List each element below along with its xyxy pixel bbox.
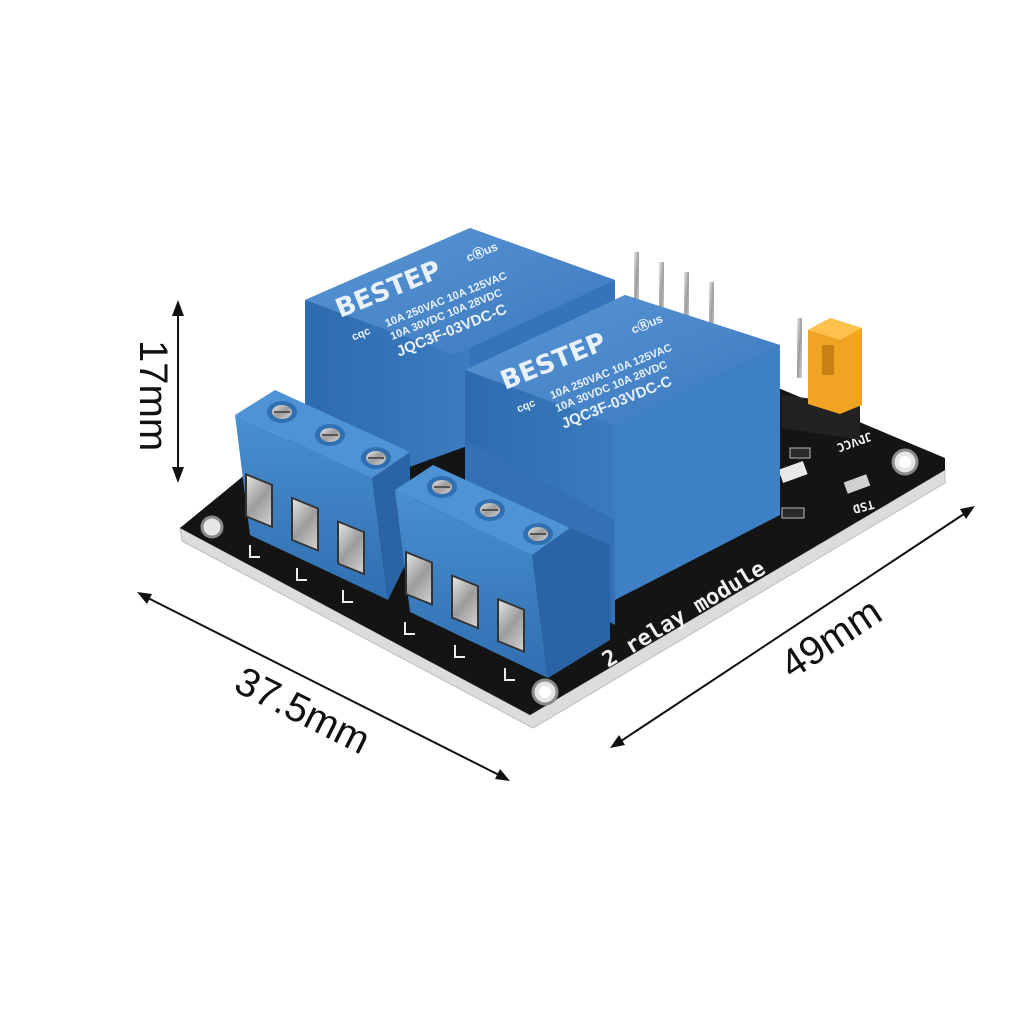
terminal-2-right <box>532 528 610 678</box>
width-arrow-right-head <box>495 769 510 781</box>
jumper <box>782 318 862 440</box>
jumper-cap <box>808 318 862 414</box>
screw <box>315 424 345 446</box>
height-dimension: 17mm <box>131 300 184 483</box>
screw <box>361 447 391 469</box>
relay-1-top <box>305 228 615 355</box>
wire-slot <box>405 550 433 606</box>
length-arrow-right-head <box>960 506 975 519</box>
terminal-silkscreen <box>249 545 515 681</box>
terminal-block-2 <box>395 465 610 678</box>
smd-resistor <box>789 447 811 459</box>
relay-2-top <box>465 295 780 425</box>
mounting-hole <box>200 515 224 539</box>
length-arrow-left-head <box>610 735 625 748</box>
jumper-cap-top <box>808 318 862 340</box>
length-arrow <box>614 509 971 746</box>
wire-slot <box>451 574 479 630</box>
header-pin <box>797 318 802 378</box>
height-arrow-top-head <box>172 300 184 316</box>
width-label: 37.5mm <box>228 659 377 763</box>
height-label: 17mm <box>131 340 175 451</box>
mounting-hole <box>899 456 911 468</box>
length-label: 49mm <box>773 589 890 687</box>
width-arrow-left-head <box>137 592 152 604</box>
height-arrow-bottom-head <box>172 467 184 483</box>
screw <box>267 401 297 423</box>
wire-slot <box>245 472 273 529</box>
mounting-hole <box>539 686 551 698</box>
smd-led <box>843 474 871 494</box>
smd-led <box>778 460 808 484</box>
screw <box>523 523 553 545</box>
width-arrow <box>141 594 506 779</box>
wire-slot <box>291 496 319 552</box>
relay-2-front-face <box>615 345 780 600</box>
header-pins <box>634 252 802 378</box>
header-pin <box>634 252 639 312</box>
header-pin <box>709 282 714 342</box>
header-pin <box>659 262 664 322</box>
led-label: TSD <box>851 497 876 516</box>
header-pin <box>684 272 689 332</box>
wire-slot <box>337 520 365 576</box>
jumper-cap-slot <box>822 345 834 375</box>
wire-slot <box>497 597 525 654</box>
screw <box>475 499 505 521</box>
screw <box>427 476 457 498</box>
smd-resistor <box>781 507 805 519</box>
